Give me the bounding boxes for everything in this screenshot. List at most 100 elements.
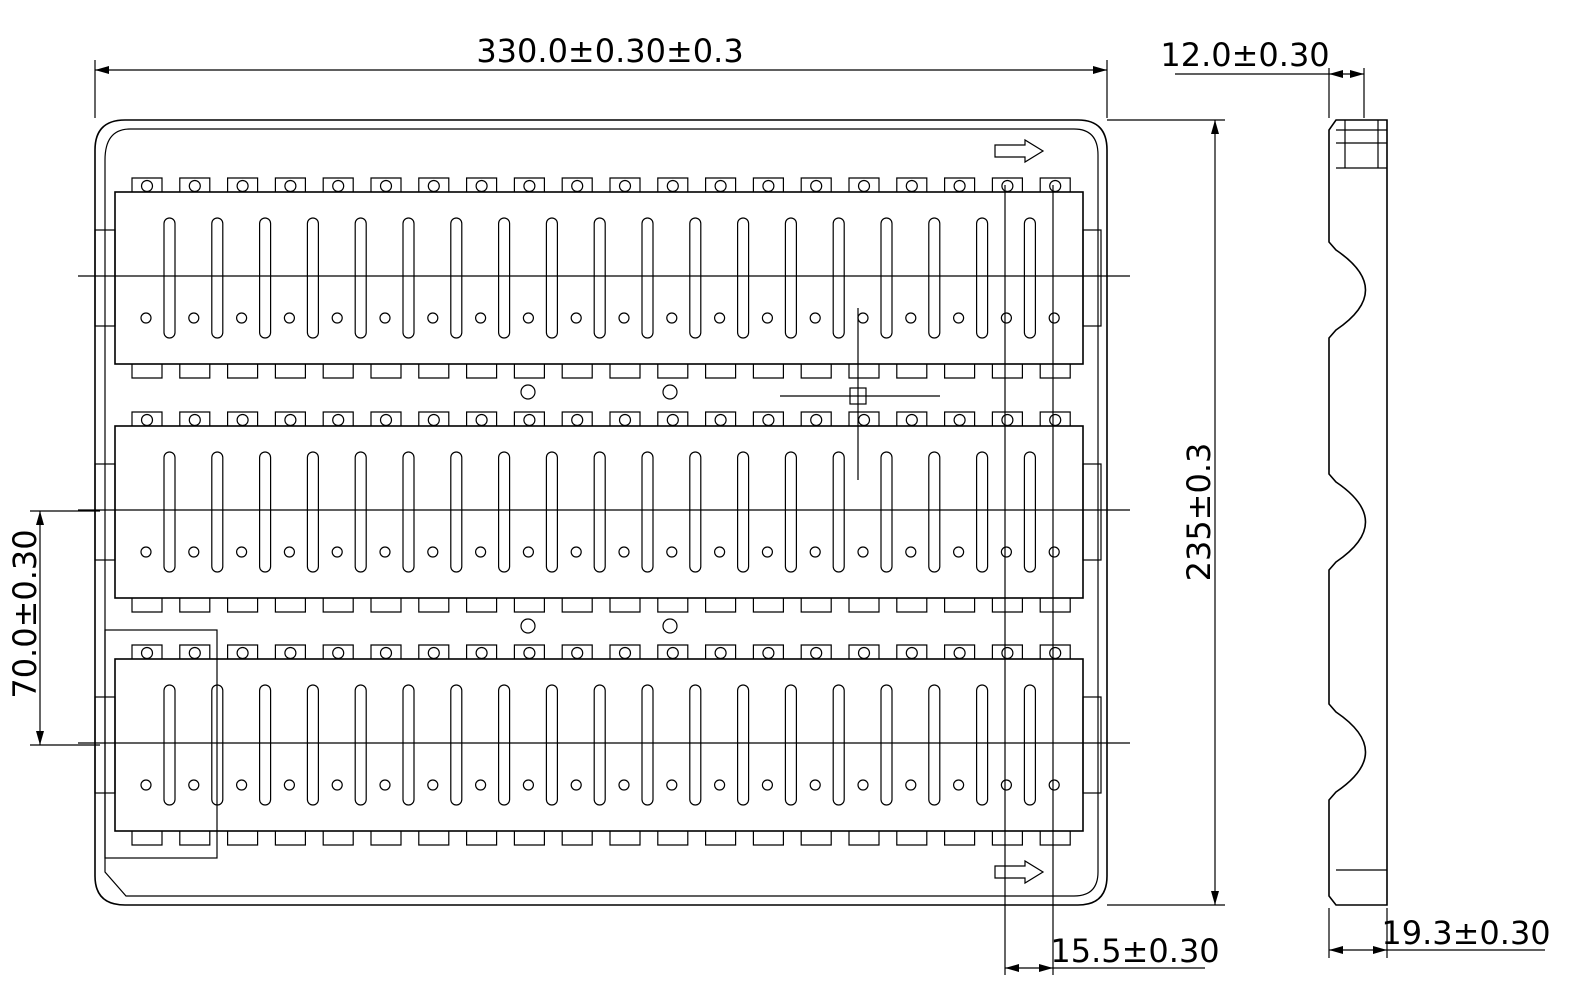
row-small-hole	[236, 779, 248, 791]
row-small-hole	[188, 779, 200, 791]
row-slot	[689, 684, 702, 806]
row-slot	[354, 684, 367, 806]
row-tooth-bottom	[227, 831, 259, 846]
row-tooth-top	[609, 177, 641, 192]
row-tooth-hole	[571, 646, 584, 660]
row-tooth-top	[466, 177, 498, 192]
row-tooth-top	[227, 644, 259, 659]
row-tooth-hole	[571, 413, 584, 427]
row-slot	[832, 217, 845, 339]
row-slot	[402, 684, 415, 806]
row-tooth-top	[131, 411, 163, 426]
row-tooth-bottom	[705, 598, 737, 613]
row-tooth-top	[179, 177, 211, 192]
row-slot	[689, 451, 702, 573]
row-slot	[545, 217, 559, 339]
row-tooth-hole	[475, 413, 488, 427]
row-slot	[306, 217, 319, 339]
row-small-hole	[283, 779, 295, 791]
row-small-hole	[713, 779, 726, 791]
row-tooth-top	[131, 644, 163, 659]
row-small-hole	[761, 312, 774, 324]
row-small-hole	[1000, 312, 1013, 324]
row-tooth-bottom	[179, 831, 211, 846]
row-tooth-hole	[140, 413, 154, 427]
row-tooth-hole	[332, 646, 345, 660]
row-tooth-hole	[953, 646, 966, 660]
row-tooth-top	[131, 177, 163, 192]
pocket-highlight	[104, 629, 218, 859]
row-tooth-bottom	[561, 831, 593, 846]
row-small-hole	[857, 312, 869, 324]
row-slot	[259, 451, 272, 573]
row-tooth-top	[370, 644, 402, 659]
row-tooth-bottom	[657, 364, 689, 379]
row-small-hole	[379, 779, 391, 791]
between-row-marker	[520, 384, 536, 400]
row-tooth-top	[513, 644, 545, 659]
dim-row-pitch-label: 70.0±0.30	[6, 529, 44, 698]
row-small-hole	[379, 312, 391, 324]
row-slot	[450, 684, 463, 806]
row-tooth-top	[848, 411, 880, 426]
between-row-marker	[520, 618, 536, 634]
row-slot	[641, 684, 654, 806]
row-slot	[498, 217, 511, 339]
row-tooth-bottom	[131, 598, 163, 613]
row-slot	[928, 217, 941, 339]
row-slot	[163, 451, 176, 573]
row-small-hole	[666, 312, 678, 324]
row-tooth-hole	[1001, 179, 1014, 193]
row-tooth-top	[1039, 177, 1071, 192]
row-tooth-hole	[905, 646, 918, 660]
dim-row-pitch: 70.0±0.30	[6, 510, 100, 746]
row-tooth-bottom	[752, 364, 784, 379]
row-tooth-top	[705, 411, 737, 426]
row-slot	[259, 684, 272, 806]
row-tooth-bottom	[274, 364, 306, 379]
row-slot	[832, 684, 845, 806]
row-slot	[928, 684, 941, 806]
row-small-hole	[522, 312, 535, 324]
row-small-hole	[188, 312, 200, 324]
row-small-hole	[236, 546, 248, 558]
row-tooth-bottom	[752, 831, 784, 846]
row-small-hole	[857, 546, 869, 558]
row-tooth-bottom	[991, 364, 1023, 379]
row-slot	[211, 451, 224, 573]
center-mark	[780, 308, 940, 480]
row-slot	[736, 217, 750, 339]
row-slot	[641, 217, 654, 339]
row-small-hole	[427, 546, 439, 558]
row-tooth-top	[179, 411, 211, 426]
row-tooth-hole	[427, 179, 440, 193]
row-tooth-hole	[1001, 646, 1014, 660]
row-tooth-bottom	[513, 364, 545, 379]
row-tooth-top	[705, 177, 737, 192]
row-tooth-bottom	[944, 831, 976, 846]
row-tooth-hole	[810, 179, 823, 193]
row-tooth-hole	[236, 179, 249, 193]
row-small-hole	[236, 312, 248, 324]
row-tooth-top	[561, 411, 593, 426]
row-slot	[498, 684, 511, 806]
dim-width: 330.0±0.30±0.3	[94, 32, 1108, 118]
row-small-hole	[952, 546, 965, 558]
row-tooth-hole	[618, 179, 632, 193]
row-tooth-top	[991, 411, 1023, 426]
row-small-hole	[140, 546, 152, 558]
row-small-hole	[666, 546, 678, 558]
row-small-hole	[570, 546, 582, 558]
row-tooth-bottom	[561, 598, 593, 613]
row-tooth-top	[800, 411, 832, 426]
row-side-tab-left	[94, 463, 116, 561]
row-slot	[593, 217, 606, 339]
row-tooth-top	[370, 411, 402, 426]
row-tooth-hole	[762, 413, 775, 427]
row-slot	[880, 684, 893, 806]
row-slot	[259, 217, 272, 339]
row-tooth-bottom	[657, 831, 689, 846]
row-tooth-bottom	[705, 364, 737, 379]
row-tooth-top	[227, 411, 259, 426]
row-tooth-bottom	[896, 364, 928, 379]
